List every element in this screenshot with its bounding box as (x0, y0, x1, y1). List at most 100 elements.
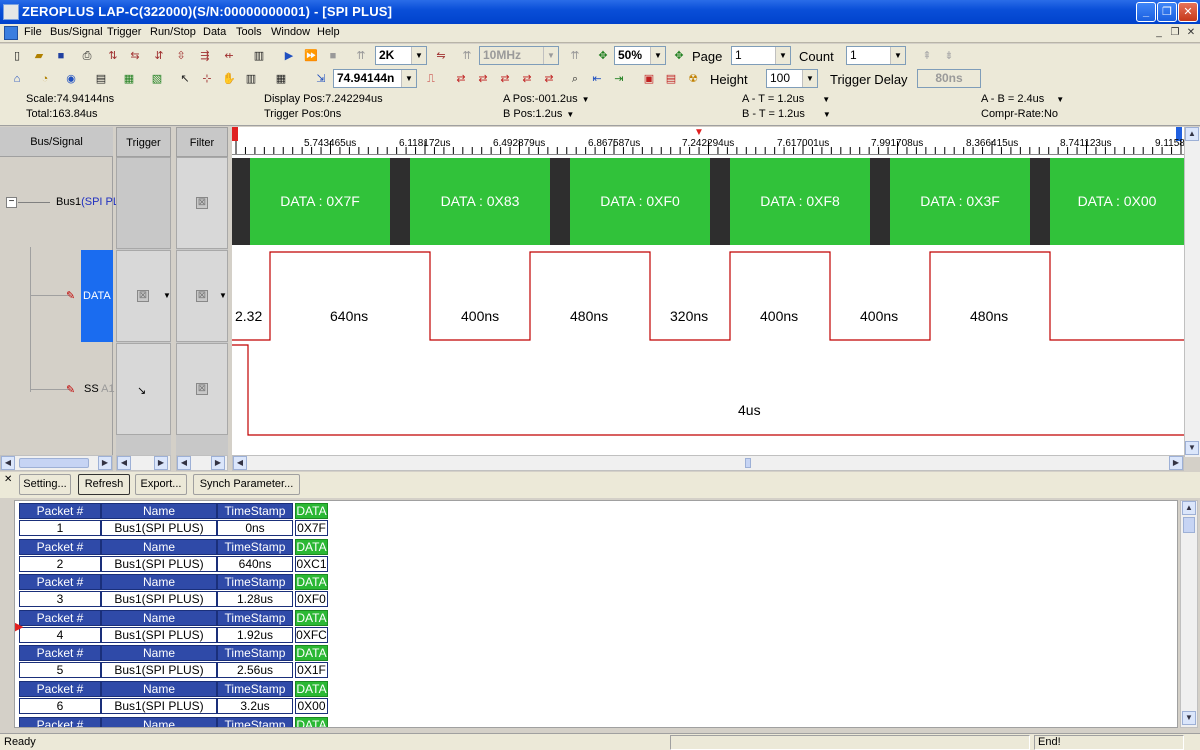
scroll-right-icon[interactable]: ▶ (211, 456, 225, 470)
scroll-left-icon[interactable]: ◀ (1, 456, 15, 470)
scroll-right-icon[interactable]: ▶ (154, 456, 168, 470)
scroll-up-icon[interactable]: ▲ (1182, 501, 1196, 515)
trigger-horizontal-scrollbar[interactable]: ◀ ▶ (116, 455, 171, 471)
data-signal-item[interactable]: DATA (81, 250, 113, 342)
synch-parameter-button[interactable]: Synch Parameter... (193, 474, 300, 495)
scroll-down-icon[interactable]: ▼ (1182, 711, 1196, 725)
bus-segment[interactable]: DATA : 0XF0 (570, 158, 710, 245)
menu-tools[interactable]: Tools (236, 26, 262, 38)
a-t-info[interactable]: A - T = 1.2us▼ (742, 93, 831, 105)
bus-segment[interactable]: DATA : 0X7F (250, 158, 390, 245)
ss-signal-item[interactable]: SS A1 (84, 383, 115, 395)
menu-run-stop[interactable]: Run/Stop (150, 26, 196, 38)
open-folder-icon[interactable]: ▰ (34, 50, 44, 62)
zoom-select[interactable]: 50%▼ (614, 46, 666, 65)
save-icon[interactable]: ■ (57, 50, 65, 62)
trigger-dontcare-icon[interactable]: ⊠ (137, 290, 149, 302)
b-pos-info[interactable]: B Pos:1.2us▼ (503, 108, 575, 120)
search-pattern-icon[interactable]: ⎍ (427, 73, 435, 85)
channel-tool-2-icon[interactable]: ⇆ (130, 50, 140, 62)
filter-cell-data[interactable]: ⊠ ▼ (176, 250, 228, 342)
a-pos-info[interactable]: A Pos:-001.2us▼ (503, 93, 590, 105)
trigger-tool-1-icon[interactable]: ⇵ (154, 50, 164, 62)
memory-depth-select[interactable]: 2K▼ (375, 46, 427, 65)
document-icon[interactable] (4, 26, 18, 40)
trigger-tool-4-icon[interactable]: ⇷ (224, 50, 234, 62)
trigger-delay-input[interactable]: 80ns (917, 69, 981, 88)
scroll-thumb[interactable] (1183, 517, 1195, 533)
trigger-cell-ss[interactable]: ↘ (116, 343, 171, 435)
menu-trigger[interactable]: Trigger (107, 26, 142, 38)
bus-segment[interactable]: DATA : 0X00 (1050, 158, 1184, 245)
home-icon[interactable]: ⌂ (13, 73, 21, 85)
scroll-left-icon[interactable]: ◀ (117, 456, 131, 470)
bus-tool-4-icon[interactable]: ⇄ (522, 73, 532, 85)
scroll-right-icon[interactable]: ▶ (98, 456, 112, 470)
filter-data-icon[interactable]: ⊠ (196, 290, 208, 302)
page-prev-icon[interactable]: ⇞ (922, 50, 932, 62)
falling-edge-icon[interactable]: ↘ (137, 385, 147, 397)
filter-horizontal-scrollbar[interactable]: ◀ ▶ (176, 455, 228, 471)
ruler-icon[interactable]: ▥ (245, 73, 257, 85)
jump-left-icon[interactable]: ⇤ (592, 73, 602, 85)
scale-select[interactable]: 74.94144n▼ (333, 69, 417, 88)
grid-icon[interactable]: ▦ (275, 73, 287, 85)
trigger-tool-2-icon[interactable]: ⇳ (176, 50, 186, 62)
zoom-out-icon[interactable]: ✥ (674, 50, 684, 62)
print-icon[interactable]: ⎙ (82, 50, 92, 62)
filter-bus-icon[interactable]: ⊠ (196, 197, 208, 209)
tree-horizontal-scrollbar[interactable]: ◀ ▶ (0, 455, 113, 471)
setting-button[interactable]: Setting... (19, 474, 71, 495)
state-view-icon[interactable]: ▧ (151, 73, 163, 85)
new-file-icon[interactable]: ▯ (13, 50, 21, 62)
mdi-minimize-icon[interactable]: _ (1156, 27, 1162, 38)
bus-tool-3-icon[interactable]: ⇄ (500, 73, 510, 85)
waveform-vertical-scrollbar[interactable]: ▲ ▼ (1184, 127, 1200, 457)
jump-right-icon[interactable]: ⇥ (614, 73, 624, 85)
waveform-horizontal-scrollbar[interactable]: ◀ ▶ (232, 455, 1184, 471)
packet-vertical-scrollbar[interactable]: ▲ ▼ (1180, 500, 1198, 728)
bus-tool-5-icon[interactable]: ⇄ (544, 73, 554, 85)
bus-tool-1-icon[interactable]: ⇄ (456, 73, 466, 85)
a-b-info[interactable]: A - B = 2.4us▼ (981, 93, 1065, 105)
hand-icon[interactable]: ✋ (222, 73, 236, 85)
trigger-cell-data[interactable]: ⊠ ▼ (116, 250, 171, 342)
bus1-item[interactable]: Bus1(SPI PL (56, 196, 119, 208)
maximize-button[interactable]: ❐ (1157, 2, 1177, 22)
filter-dropdown-icon[interactable]: ▼ (219, 291, 227, 300)
bus-icon[interactable]: ▤ (665, 73, 677, 85)
mdi-close-icon[interactable]: ✕ (1186, 27, 1196, 38)
clock-settings-icon[interactable]: ◔ (41, 73, 49, 85)
height-select[interactable]: 100▼ (766, 69, 818, 88)
capture-icon[interactable]: ◉ (66, 73, 76, 85)
filter-cell-bus[interactable]: ⊠ (176, 157, 228, 249)
waveform-view-icon[interactable]: ▤ (95, 73, 107, 85)
pointer-icon[interactable]: ↖ (180, 73, 190, 85)
waveform-area[interactable]: DATA : 0X7F DATA : 0X83 DATA : 0XF0 DATA… (232, 155, 1184, 455)
scroll-thumb[interactable] (745, 458, 751, 468)
refresh-button[interactable]: Refresh (78, 474, 130, 495)
count-select[interactable]: 1▼ (846, 46, 906, 65)
scroll-left-icon[interactable]: ◀ (177, 456, 191, 470)
menu-file[interactable]: File (24, 26, 42, 38)
zoom-in-icon[interactable]: ✥ (598, 50, 608, 62)
page-next-icon[interactable]: ⇟ (944, 50, 954, 62)
list-view-icon[interactable]: ▦ (123, 73, 135, 85)
time-ruler[interactable]: ▼ 5.743465us 6.118172us 6.492879us 6.867… (232, 127, 1184, 155)
measure-icon[interactable]: ☢ (688, 73, 698, 85)
run-icon[interactable]: ▶ (284, 50, 294, 62)
cursor-a-marker[interactable] (232, 127, 238, 141)
cursor-b-marker[interactable] (1176, 127, 1182, 141)
scroll-left-icon[interactable]: ◀ (233, 456, 247, 470)
close-pane-icon[interactable]: ✕ (4, 474, 13, 485)
filter-cell-ss[interactable]: ⊠ (176, 343, 228, 435)
menu-data[interactable]: Data (203, 26, 227, 38)
stop-icon[interactable]: ■ (329, 50, 337, 62)
